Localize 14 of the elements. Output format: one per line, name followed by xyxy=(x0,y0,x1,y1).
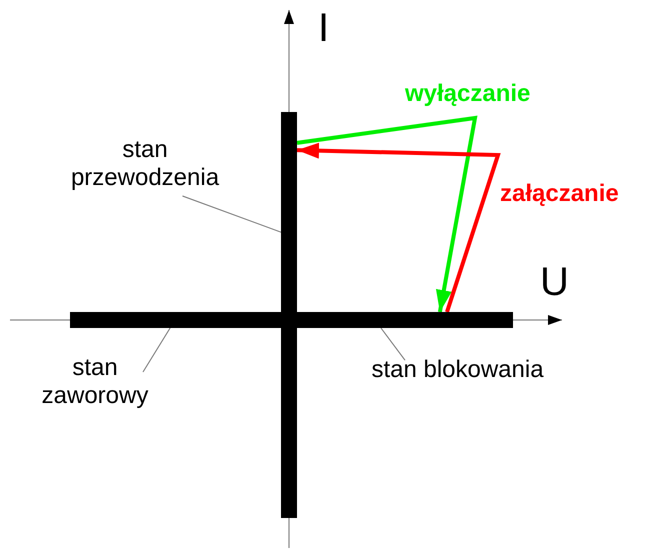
axis-label: U xyxy=(540,262,569,302)
state-bar xyxy=(281,112,297,518)
state-label: stan blokowania xyxy=(370,356,545,416)
edge-label: wyłączanie xyxy=(405,80,530,108)
leader-line xyxy=(182,196,282,233)
arrow xyxy=(296,116,478,312)
edge-label: załączanie xyxy=(500,180,619,208)
state-label: stan zaworowy xyxy=(20,354,170,414)
arrow xyxy=(296,142,501,313)
leader-line xyxy=(142,328,171,372)
state-bar xyxy=(70,312,513,328)
state-label: stan przewodzenia xyxy=(70,136,220,196)
leader-line xyxy=(380,328,406,361)
axis-label: I xyxy=(318,8,330,48)
